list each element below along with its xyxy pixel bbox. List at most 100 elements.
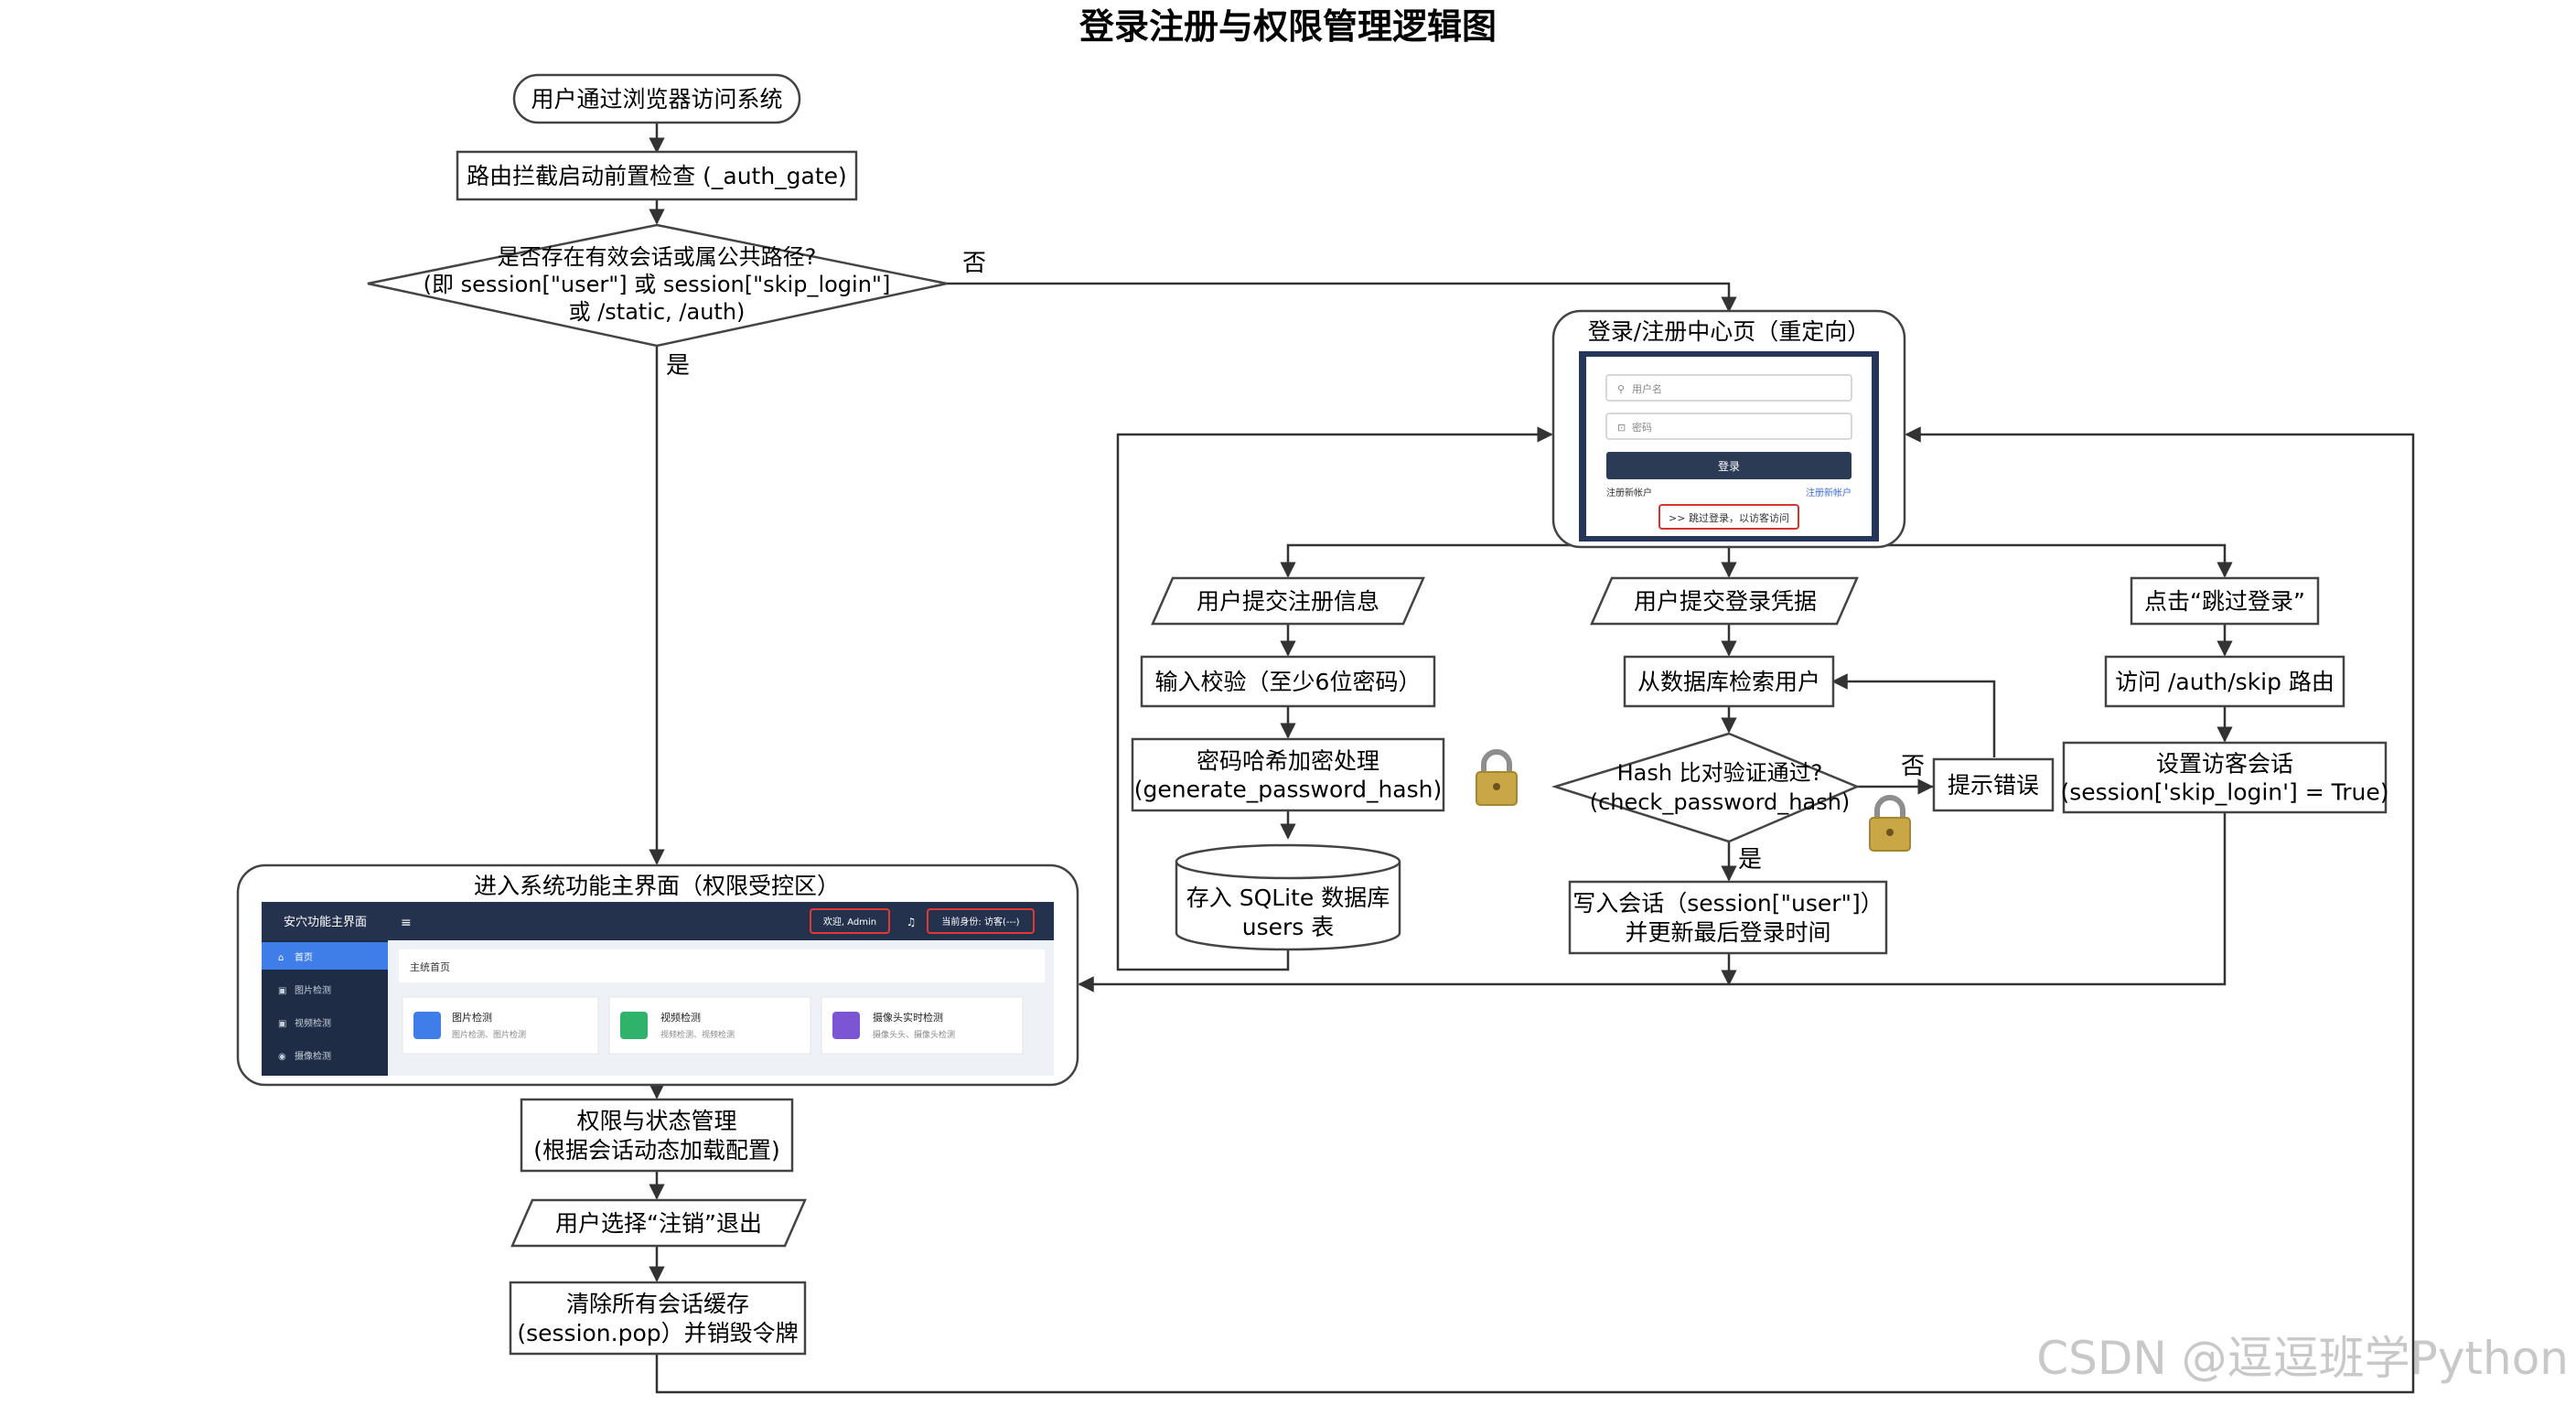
node-label-line: 输入校验（至少6位密码）	[1155, 669, 1422, 695]
username-placeholder: 用户名	[1632, 382, 1662, 395]
user-icon: ⚲	[1617, 383, 1625, 395]
node-submit-login: 用户提交登录凭据	[1590, 576, 1859, 626]
edge-label-yes: 是	[1738, 846, 1762, 874]
node-label-line: 从数据库检索用户	[1637, 669, 1820, 695]
edge-guest-main	[1078, 812, 2227, 992]
node-label: 写入会话（session["user"]）并更新最后登录时间	[1572, 890, 1884, 946]
menu-icon[interactable]: ≡	[401, 916, 412, 930]
node-label-line: (即 session["user"] 或 session["skip_login…	[424, 272, 891, 297]
node-label: 输入校验（至少6位密码）	[1155, 669, 1422, 695]
feature-card[interactable]: 摄像头实时检测 摄像头头、摄像头检测	[821, 996, 1024, 1055]
role-badge	[927, 908, 1035, 934]
feature-card[interactable]: 图片检测 图片检测、图片检测	[402, 996, 599, 1055]
role-text: 当前身份: 访客(---)	[941, 916, 1019, 928]
login-button[interactable]	[1606, 452, 1852, 479]
register-link[interactable]: 注册新帐户	[1606, 487, 1652, 499]
node-label-line: 点击“跳过登录”	[2144, 588, 2305, 615]
node-error: 提示错误	[1932, 757, 2055, 812]
app-name: 安穴功能主界面	[284, 916, 367, 929]
node-label-line: 并更新最后登录时间	[1625, 919, 1830, 946]
bell-icon[interactable]: ♫	[907, 916, 917, 928]
node-label-line: 提示错误	[1948, 772, 2039, 799]
edge-label-yes: 是	[666, 352, 690, 380]
node-auth-gate: 路由拦截启动前置检查 (_auth_gate)	[456, 150, 858, 201]
sidebar-item-video-detect[interactable]: 视频检测	[295, 1017, 331, 1029]
node-start: 用户通过浏览器访问系统	[512, 73, 801, 124]
node-label-line: 权限与状态管理	[576, 1108, 736, 1134]
image-icon	[413, 1012, 441, 1039]
node-hash-password: 密码哈希加密处理(generate_password_hash)	[1131, 737, 1445, 812]
welcome-text: 欢迎, Admin	[823, 916, 876, 928]
node-label: 从数据库检索用户	[1637, 669, 1820, 695]
diagram-title: 登录注册与权限管理逻辑图	[1079, 6, 1497, 47]
node-label: 登录/注册中心页（重定向）	[1588, 318, 1870, 345]
node-label: 权限与状态管理 (根据会话动态加载配置)	[533, 1108, 780, 1164]
node-label: 用户提交注册信息	[1197, 588, 1379, 615]
login-button-label: 登录	[1718, 459, 1740, 473]
node-submit-register: 用户提交注册信息	[1151, 576, 1425, 626]
node-label-line: (session['skip_login'] = True)	[2061, 779, 2389, 806]
node-label-line: 或 /static, /auth)	[569, 299, 746, 325]
node-click-skip: 点击“跳过登录”	[2130, 576, 2320, 626]
main-screenshot: 安穴功能主界面 ≡ 欢迎, Admin ♫ 当前身份: 访客(---) ⌂ 首页…	[262, 902, 1054, 1076]
breadcrumb: 主统首页	[410, 960, 450, 973]
edge-store-back-to-login	[1116, 426, 1553, 971]
feature-card[interactable]: 视频检测 视频检测、视频检测	[608, 996, 811, 1055]
node-label: 密码哈希加密处理(generate_password_hash)	[1134, 748, 1443, 803]
node-write-session: 写入会话（session["user"]）并更新最后登录时间	[1568, 880, 1888, 955]
register-link[interactable]: 注册新帐户	[1806, 487, 1852, 499]
node-label-line: 存入 SQLite 数据库	[1186, 885, 1390, 911]
node-validate: 输入校验（至少6位密码）	[1140, 655, 1436, 708]
node-guest-session: 设置访客会话(session['skip_login'] = True)	[2061, 741, 2389, 814]
node-label-line: (根据会话动态加载配置)	[533, 1137, 780, 1164]
camera-icon	[832, 1012, 860, 1039]
edge-label-no: 否	[962, 250, 986, 277]
node-label: 用户选择“注销”退出	[555, 1210, 762, 1237]
node-decision-session: 是否存在有效会话或属公共路径?(即 session["user"] 或 sess…	[367, 223, 948, 348]
node-visit-skip: 访问 /auth/skip 路由	[2104, 655, 2345, 708]
node-decision-hash: Hash 比对验证通过?(check_password_hash)	[1551, 732, 1861, 843]
password-input[interactable]	[1605, 413, 1852, 440]
card-title: 图片检测	[452, 1011, 492, 1024]
node-label-line: (session.pop）并销毁令牌	[517, 1320, 798, 1346]
node-logout: 用户选择“注销”退出	[510, 1198, 807, 1248]
node-label: Hash 比对验证通过?(check_password_hash)	[1590, 760, 1851, 815]
node-label-line: 访问 /auth/skip 路由	[2115, 669, 2334, 695]
skip-login-link[interactable]	[1658, 504, 1799, 530]
lock-icon	[1476, 749, 1518, 806]
node-label-line: 是否存在有效会话或属公共路径?	[498, 244, 817, 270]
sidebar-item-home[interactable]	[262, 942, 388, 970]
node-label-line: 用户提交登录凭据	[1634, 588, 1817, 615]
card-sub: 图片检测、图片检测	[452, 1029, 526, 1040]
edge-clear-back-to-login	[655, 426, 2415, 1394]
node-label: 设置访客会话(session['skip_login'] = True)	[2061, 751, 2389, 806]
edge-label-no: 否	[1901, 753, 1925, 780]
node-label-line: 写入会话（session["user"]）	[1572, 890, 1884, 917]
card-sub: 摄像头头、摄像头检测	[873, 1029, 955, 1040]
node-label: 提示错误	[1948, 772, 2039, 799]
node-label: 用户通过浏览器访问系统	[531, 86, 782, 113]
sidebar-item-image-detect[interactable]: 图片检测	[295, 984, 331, 996]
edge-login-click-skip	[1729, 543, 2233, 578]
node-label-line: 用户选择“注销”退出	[555, 1210, 762, 1237]
edge-login-submit-register	[1280, 543, 1729, 578]
node-label-line: 进入系统功能主界面（权限受控区）	[474, 873, 840, 899]
node-label: 用户提交登录凭据	[1634, 588, 1817, 615]
node-label-line: 登录/注册中心页（重定向）	[1588, 318, 1870, 345]
home-icon: ⌂	[278, 953, 284, 963]
node-label-line: 路由拦截启动前置检查 (_auth_gate)	[467, 163, 847, 189]
node-label-line: (check_password_hash)	[1590, 789, 1851, 815]
node-fetch-user: 从数据库检索用户	[1623, 655, 1835, 708]
card-title: 视频检测	[660, 1011, 701, 1024]
node-label: 路由拦截启动前置检查 (_auth_gate)	[467, 163, 847, 189]
sidebar-item-camera-detect[interactable]: 摄像检测	[295, 1050, 331, 1062]
username-input[interactable]	[1605, 374, 1852, 402]
video-icon	[620, 1012, 648, 1039]
node-label: 访问 /auth/skip 路由	[2115, 669, 2334, 695]
node-label: 点击“跳过登录”	[2144, 588, 2305, 615]
node-label-line: 用户提交注册信息	[1197, 588, 1379, 615]
watermark: CSDN @逗逗班学Python	[2036, 1332, 2569, 1385]
skip-login-label: >> 跳过登录，以访客访问	[1669, 511, 1789, 524]
